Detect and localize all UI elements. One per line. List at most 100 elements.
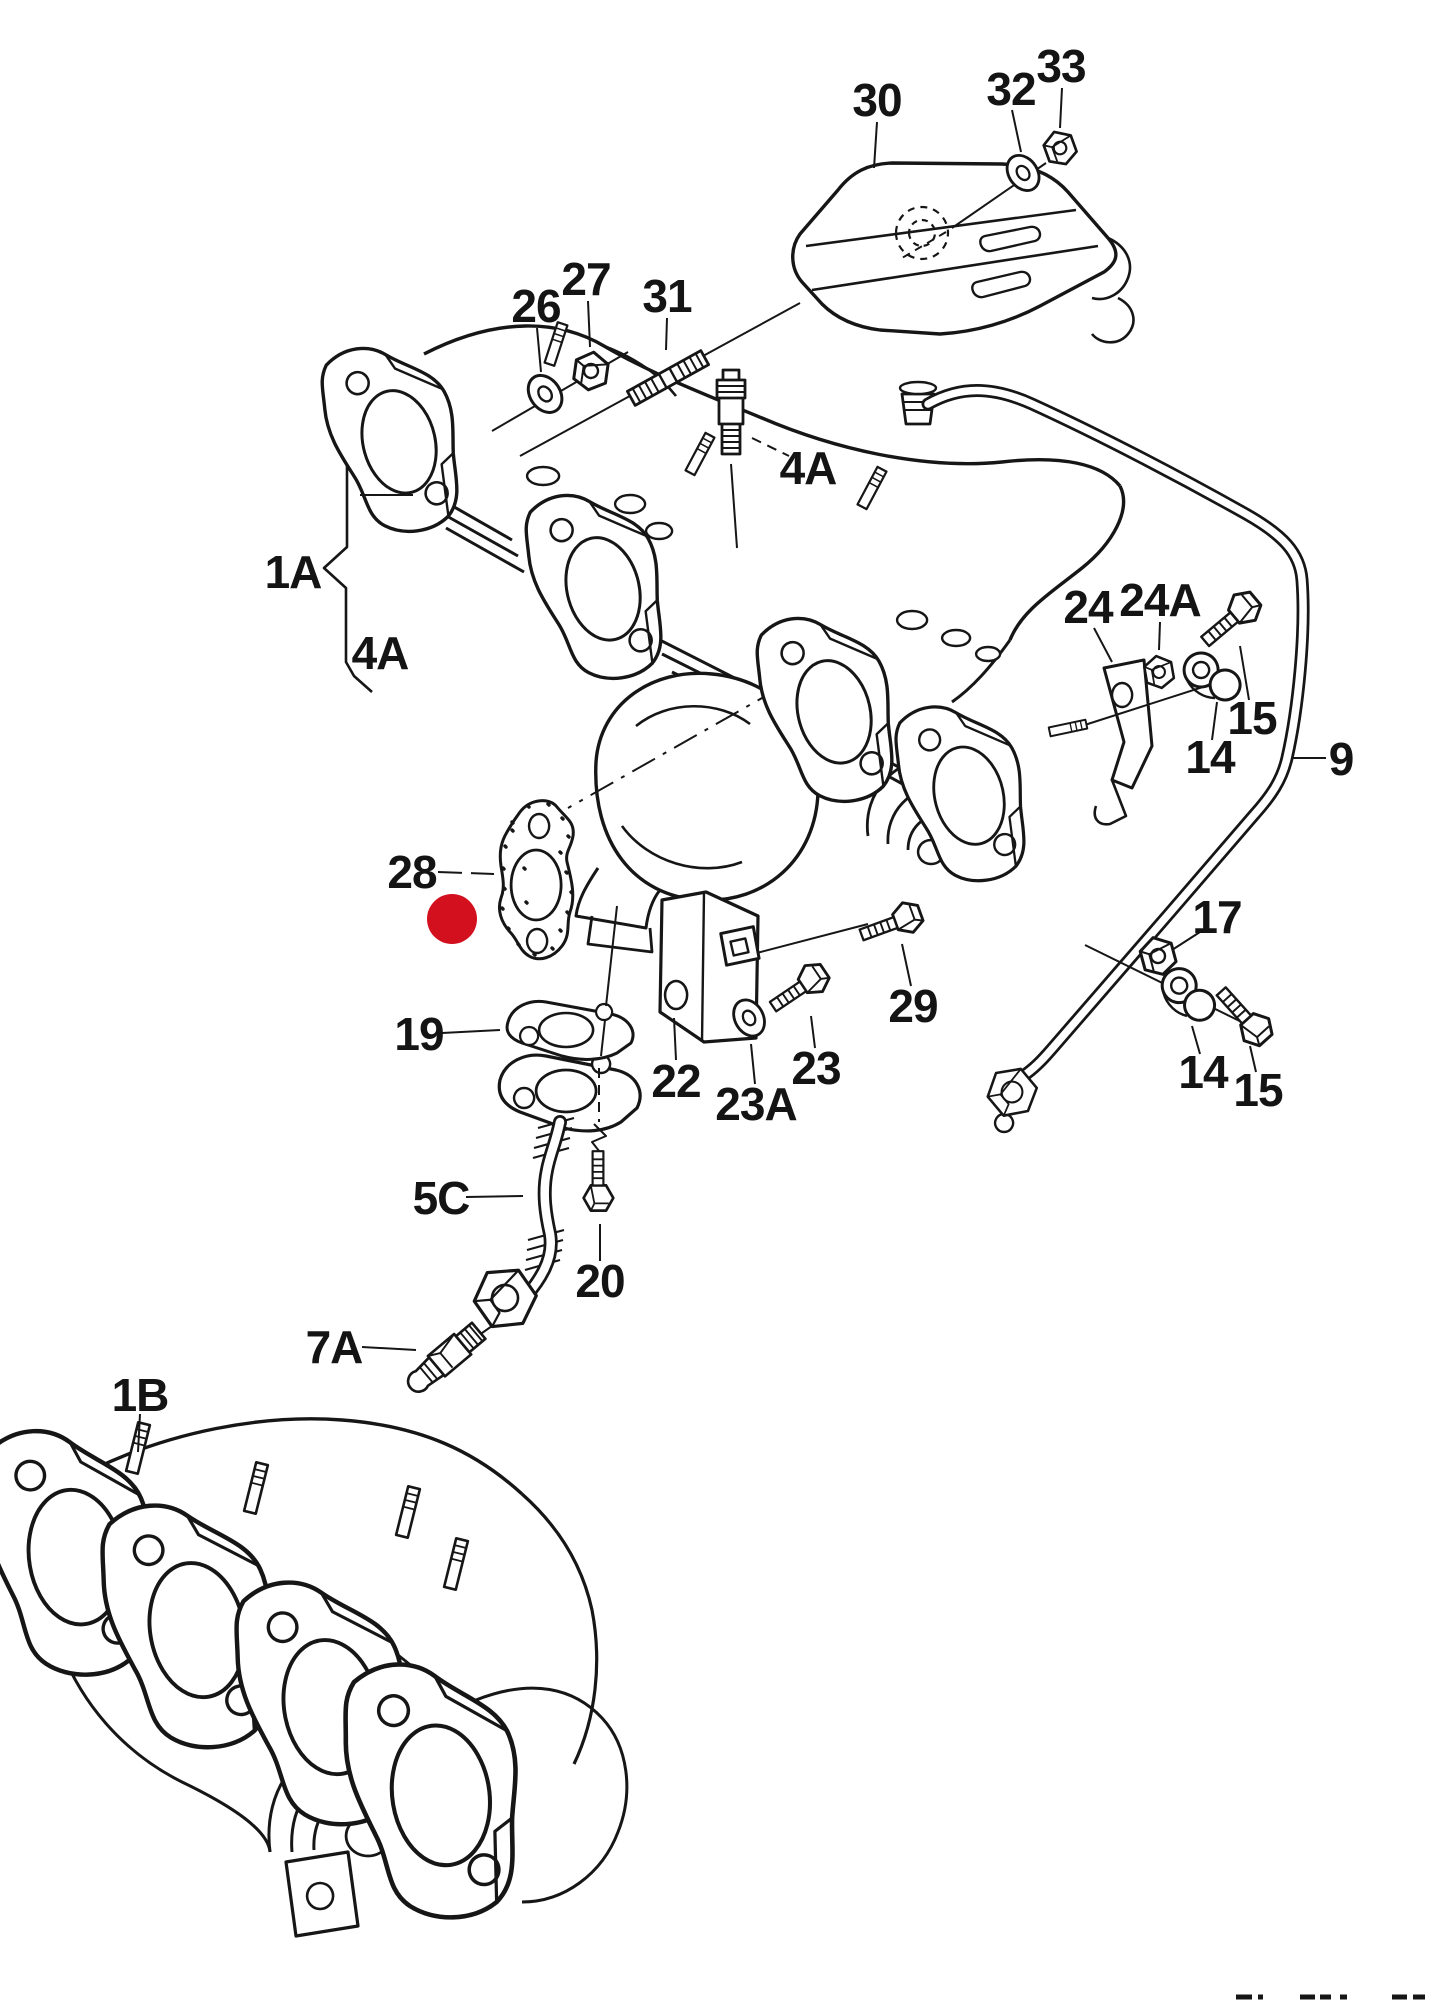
line-art [1090,236,1135,344]
part-label-9[interactable]: 9 [1329,733,1355,785]
bolt-20-part [592,1158,604,1180]
nut-17-part [1139,942,1172,971]
manifold-flange-2-part [549,517,574,543]
nut-17 [1138,936,1178,976]
line-art [512,1086,536,1110]
part-label-17[interactable]: 17 [1192,891,1242,943]
stud-1b-2-part [250,1468,267,1487]
part-label-24a[interactable]: 24A [1119,574,1201,626]
stud-31-part [631,353,705,403]
manifold-flange-3-part [819,623,890,787]
bolt-29-part [866,919,892,938]
manifold-1b-flange-2-part [147,1561,247,1700]
part-label-30[interactable]: 30 [852,74,902,126]
manifold-1b-flange-1-part [14,1459,47,1492]
manifold-flange-2-part [564,536,642,642]
stud-bracket-24 [1047,718,1089,738]
stud-4a-1 [543,321,569,367]
line-art [894,205,950,261]
bolt-20-part [589,1185,609,1212]
line-art [603,344,678,397]
leader-line [901,943,912,987]
part-label-1b[interactable]: 1B [112,1369,170,1421]
fasteners-layer [0,130,1274,1920]
line-art [1093,779,1128,826]
manifold-flange-1-part [345,370,370,396]
washer-23a-part [741,1009,757,1027]
part-label-5c[interactable]: 5C [413,1172,471,1224]
bolt-15-upper-part [1207,616,1233,641]
part-label-20[interactable]: 20 [575,1255,625,1307]
manifold-flange-1-part [360,389,438,495]
part-label-4a-2[interactable]: 4A [352,627,410,679]
line-art [534,1068,598,1114]
clamp-14-upper-part [1208,668,1242,702]
line-art [586,915,654,954]
union-nut-5c-part [490,1283,520,1313]
stud-4a-3 [856,465,888,511]
leader-line [536,327,542,373]
bolt-15-upper-part [1238,594,1262,624]
part-label-33[interactable]: 33 [1036,40,1086,92]
part-label-23a[interactable]: 23A [715,1078,797,1130]
line-art [519,1025,540,1047]
part-label-7a[interactable]: 7A [306,1321,364,1373]
part-label-23[interactable]: 23 [791,1042,841,1094]
clamp-14-lower-part [1183,988,1216,1022]
bolt-23 [768,963,831,1013]
part-label-22[interactable]: 22 [651,1055,701,1107]
manifold-1b-flange-1-part [26,1487,126,1627]
union-nut-5c-part [472,1268,538,1329]
line-art [305,1881,335,1911]
clamp-14-lower-part [1162,992,1188,1018]
line-art [620,704,751,870]
leader-line [751,437,790,457]
part-label-4a[interactable]: 4A [780,442,838,494]
bolt-15-lower [1215,986,1274,1048]
part-label-15-2[interactable]: 15 [1233,1064,1284,1116]
line-art [898,380,938,396]
part-label-14-2[interactable]: 14 [1178,1046,1230,1098]
part-label-32[interactable]: 32 [986,63,1036,115]
manifold-flange-3 [755,616,894,803]
part-label-24[interactable]: 24 [1063,581,1115,633]
stud-1b-2-part [242,1460,270,1516]
part-label-26[interactable]: 26 [511,280,561,332]
nut-24a [1143,654,1176,690]
line-art [595,1002,614,1022]
line-art [500,802,574,957]
clamp-14-upper-part [1185,679,1216,700]
manifold-1b-flange-4-part [376,1694,411,1728]
part-label-19[interactable]: 19 [394,1008,444,1060]
nut-24a-part [1143,661,1172,685]
part-label-15[interactable]: 15 [1227,692,1278,744]
part-label-29[interactable]: 29 [888,980,938,1032]
stud-bracket-24-part [1047,718,1089,738]
leader-line [750,1043,756,1085]
bolt-15-upper-part [1200,611,1240,648]
nut-33-part [1043,134,1072,162]
exploded-axis-line [752,923,869,955]
part-label-27[interactable]: 27 [561,253,611,305]
bolt-15-lower-part [1215,986,1253,1025]
leader-line [441,1029,501,1034]
line-art [475,1686,629,1904]
manifold-flange-3-part [780,640,805,666]
clamp-14-upper [1182,651,1242,702]
bolt-15-lower-part [1222,993,1247,1019]
stud-4a-3-part [868,471,885,489]
bolt-20 [582,1150,615,1212]
part-label-31[interactable]: 31 [642,270,693,322]
union-nut-5c [472,1268,538,1329]
part-label-14[interactable]: 14 [1185,731,1237,783]
leader-line [137,1413,141,1453]
pipe-core [924,386,1307,1086]
part-label-1a[interactable]: 1A [265,546,323,598]
leader-line [1239,645,1250,701]
bolt-29-part [897,905,924,931]
manifold-flange-4-part [932,745,1006,846]
stud-1b-4-part [450,1544,467,1563]
highlight-dot [427,894,477,944]
washer-26-part [537,385,553,403]
part-label-28[interactable]: 28 [387,846,438,898]
